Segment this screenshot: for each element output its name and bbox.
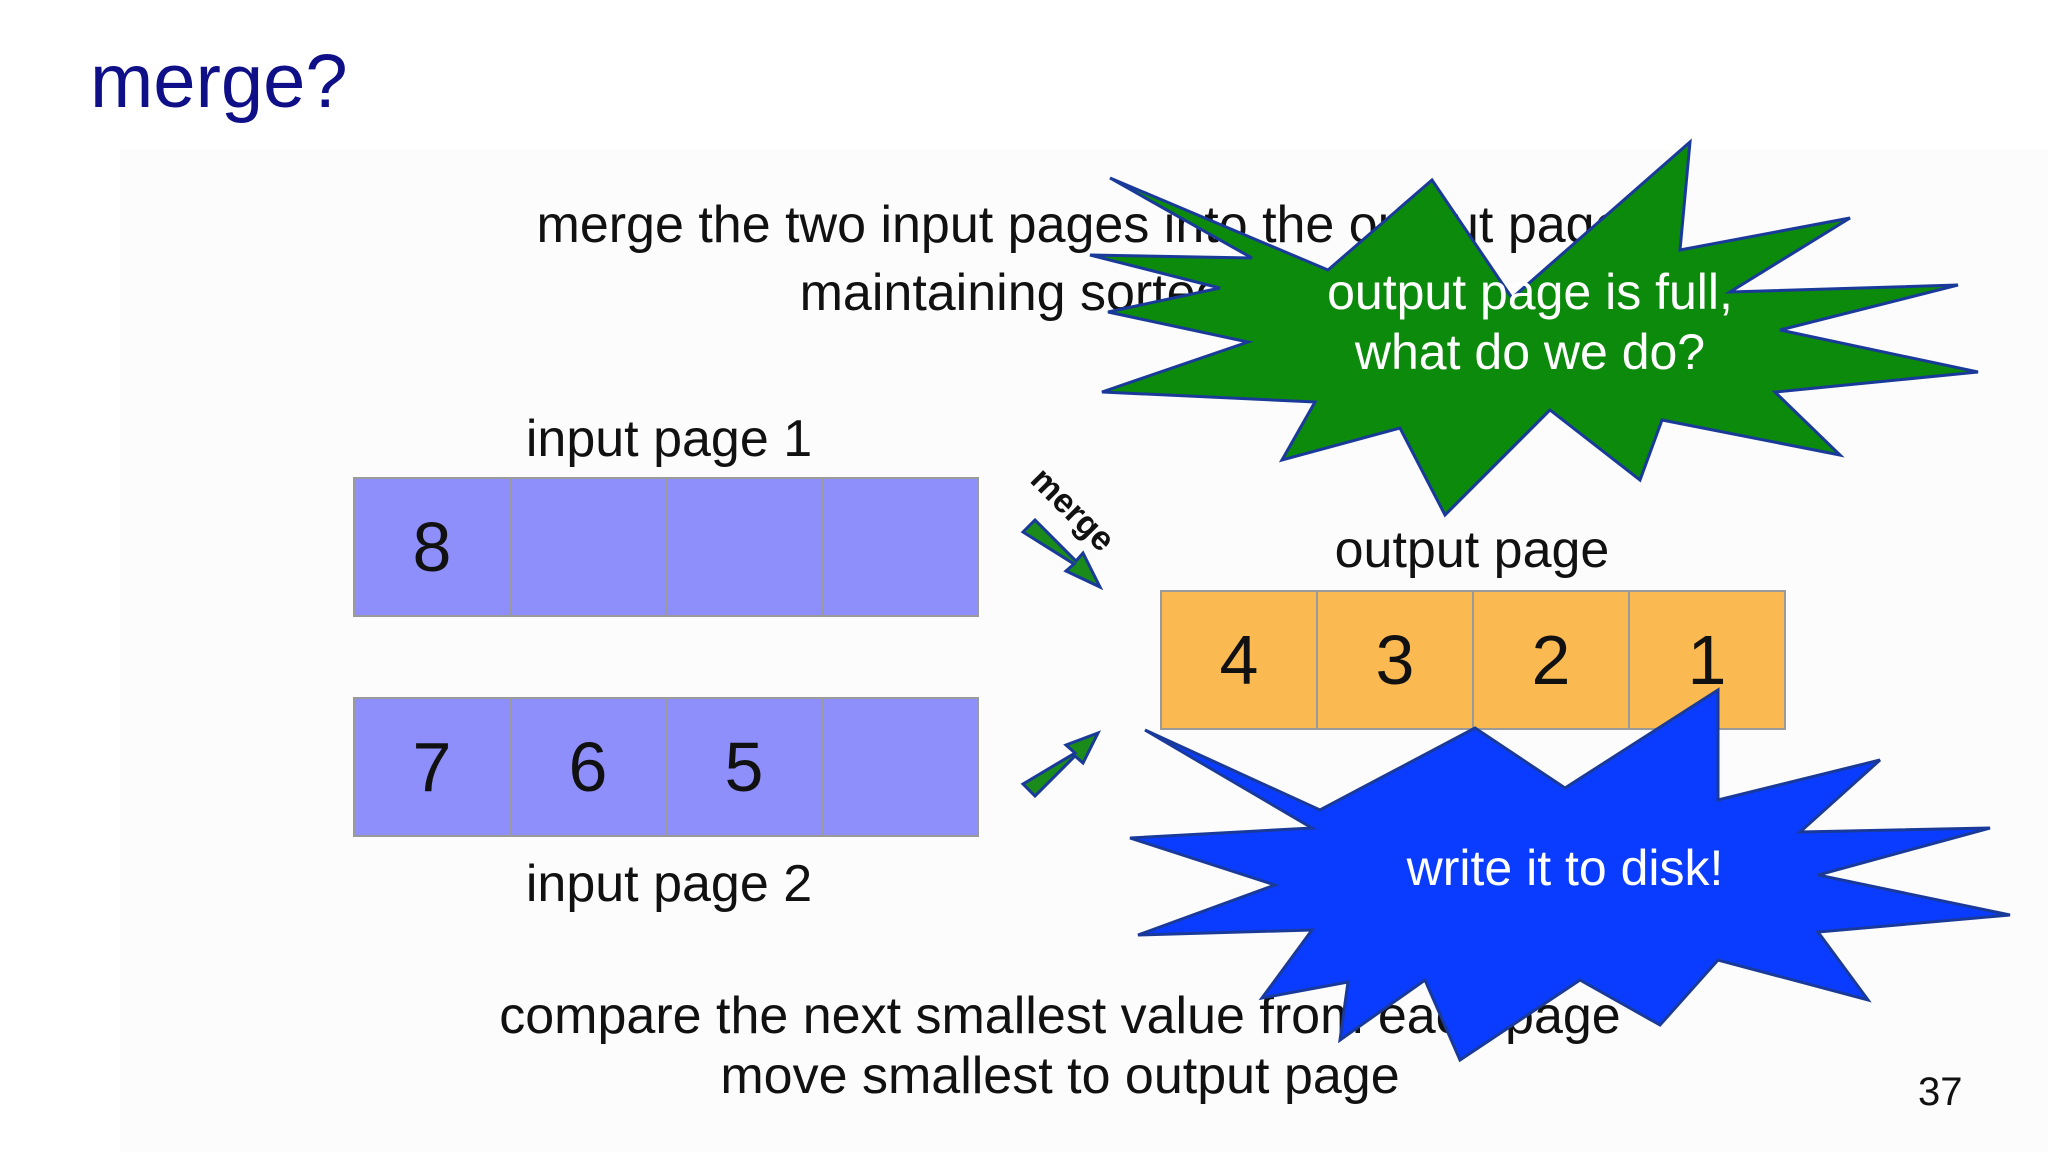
- input-page-1-cell: 8: [353, 477, 511, 617]
- output-page: 4 3 2 1: [1160, 590, 1786, 730]
- output-page-cell: 4: [1160, 590, 1318, 730]
- slide-number: 37: [1918, 1070, 1963, 1114]
- question-callout-line2: what do we do?: [1354, 324, 1706, 380]
- output-page-cell: 2: [1472, 590, 1630, 730]
- input-page-2-cell: 5: [665, 697, 823, 837]
- output-page-cell: 3: [1316, 590, 1474, 730]
- input-page-1-cell: [821, 477, 979, 617]
- answer-burst-shape: [1129, 687, 2011, 1063]
- input-page-2-label: input page 2: [525, 855, 813, 913]
- output-page-label: output page: [1334, 521, 1610, 579]
- input-page-1-label: input page 1: [525, 410, 813, 468]
- slide-title: merge?: [90, 39, 348, 124]
- merge-arrow-down-icon: [1020, 517, 1104, 591]
- input-page-1-cell: [509, 477, 667, 617]
- input-page-2-cell: 6: [509, 697, 667, 837]
- question-callout-line1: output page is full,: [1327, 264, 1733, 320]
- question-burst-shape: [1089, 138, 1979, 518]
- input-page-2-cell: [821, 697, 979, 837]
- question-callout: output page is full, what do we do?: [1280, 262, 1780, 382]
- instruction-bottom-line2: move smallest to output page: [720, 1046, 1400, 1105]
- input-page-1: 8: [353, 477, 979, 617]
- answer-callout: write it to disk!: [1406, 840, 1724, 896]
- input-page-2: 7 6 5: [353, 697, 979, 837]
- merge-arrow-up-icon: [1020, 730, 1102, 799]
